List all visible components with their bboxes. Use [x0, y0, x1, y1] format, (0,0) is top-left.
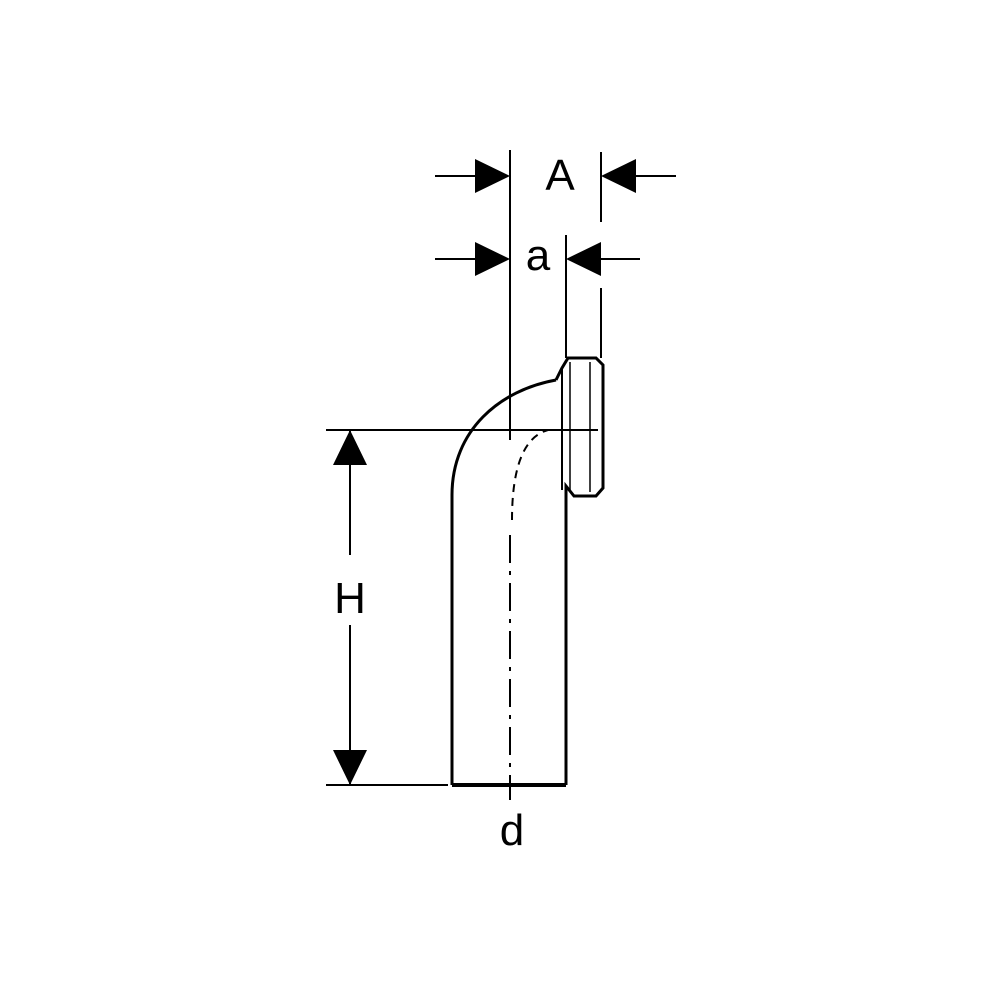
dimension-label-a: a	[526, 231, 551, 280]
arrow-left-icon	[601, 159, 636, 193]
dimension-label-h: H	[334, 574, 366, 623]
centerline	[509, 150, 549, 800]
dimension-h: H	[326, 429, 598, 786]
dimension-A: A	[435, 151, 676, 358]
dimension-a: a	[435, 231, 640, 358]
arrow-right-icon	[475, 242, 510, 276]
arrow-right-icon	[475, 159, 510, 193]
arrow-up-icon	[333, 430, 367, 465]
dimension-label-d: d	[500, 806, 524, 855]
arrow-down-icon	[333, 750, 367, 785]
arrow-left-icon	[566, 242, 601, 276]
dimension-label-A: A	[545, 151, 575, 200]
pipe-bend	[450, 356, 605, 787]
